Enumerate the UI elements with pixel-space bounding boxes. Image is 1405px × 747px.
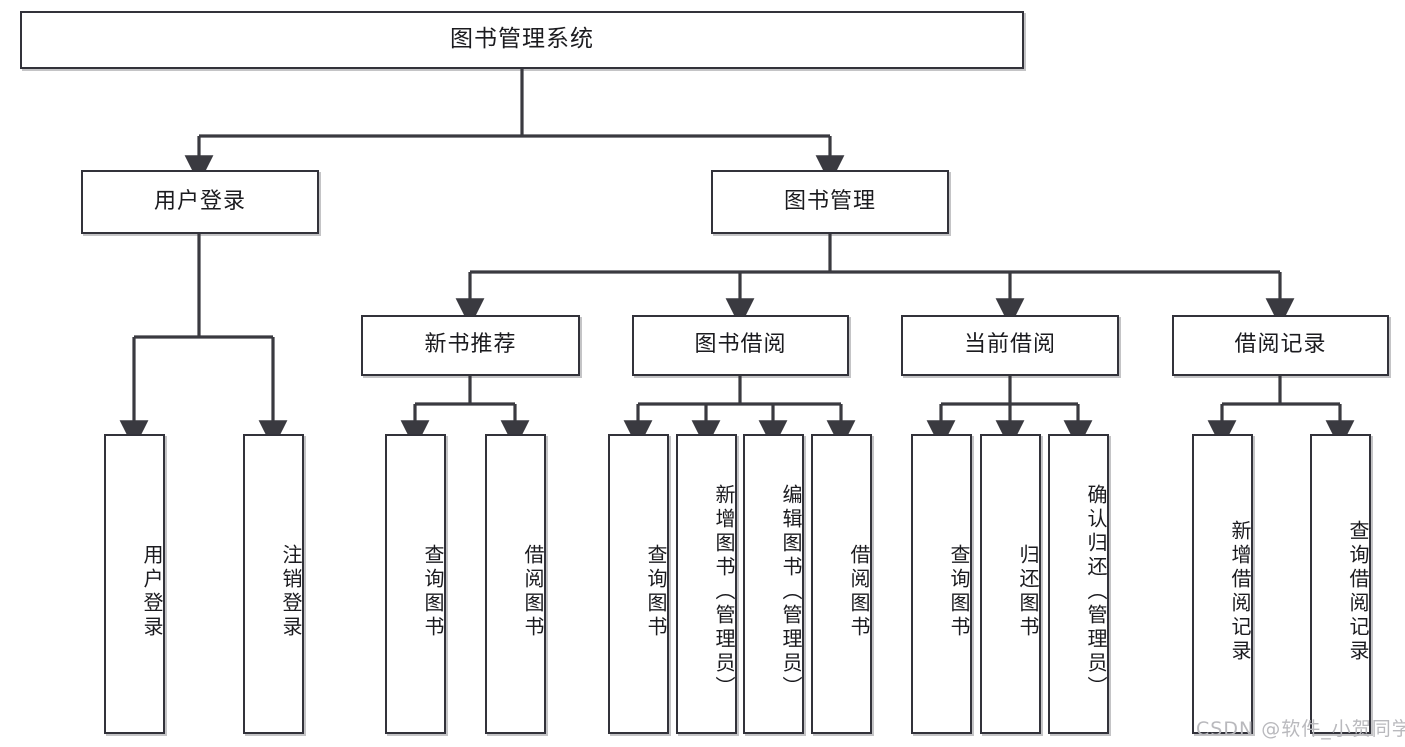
leaf-borrow-book[interactable]: 借阅图书 bbox=[811, 434, 872, 734]
node-new-book-recommend[interactable]: 新书推荐 bbox=[361, 315, 580, 376]
leaf-add-borrow-record[interactable]: 新增借阅记录 bbox=[1192, 434, 1253, 734]
csdn-watermark: CSDN @软件_小贺同学 bbox=[1196, 718, 1405, 740]
leaf-query-book-recommend[interactable]: 查询图书 bbox=[385, 434, 446, 734]
leaf-add-book[interactable]: 新增图书（管理员） bbox=[676, 434, 737, 734]
node-book-borrow[interactable]: 图书借阅 bbox=[632, 315, 849, 376]
node-user-login[interactable]: 用户登录 bbox=[81, 170, 319, 234]
leaf-user-logout[interactable]: 注销登录 bbox=[243, 434, 304, 734]
node-current-borrow[interactable]: 当前借阅 bbox=[901, 315, 1119, 376]
leaf-return-book[interactable]: 归还图书 bbox=[980, 434, 1041, 734]
leaf-borrow-book-recommend[interactable]: 借阅图书 bbox=[485, 434, 546, 734]
node-root-system[interactable]: 图书管理系统 bbox=[20, 11, 1024, 69]
leaf-edit-book[interactable]: 编辑图书（管理员） bbox=[743, 434, 804, 734]
leaf-confirm-return[interactable]: 确认归还（管理员） bbox=[1048, 434, 1109, 734]
leaf-user-login[interactable]: 用户登录 bbox=[104, 434, 165, 734]
node-borrow-record[interactable]: 借阅记录 bbox=[1172, 315, 1389, 376]
leaf-query-book-borrow[interactable]: 查询图书 bbox=[608, 434, 669, 734]
leaf-query-borrow-record[interactable]: 查询借阅记录 bbox=[1310, 434, 1371, 734]
leaf-query-book-current[interactable]: 查询图书 bbox=[911, 434, 972, 734]
node-book-manage[interactable]: 图书管理 bbox=[711, 170, 949, 234]
